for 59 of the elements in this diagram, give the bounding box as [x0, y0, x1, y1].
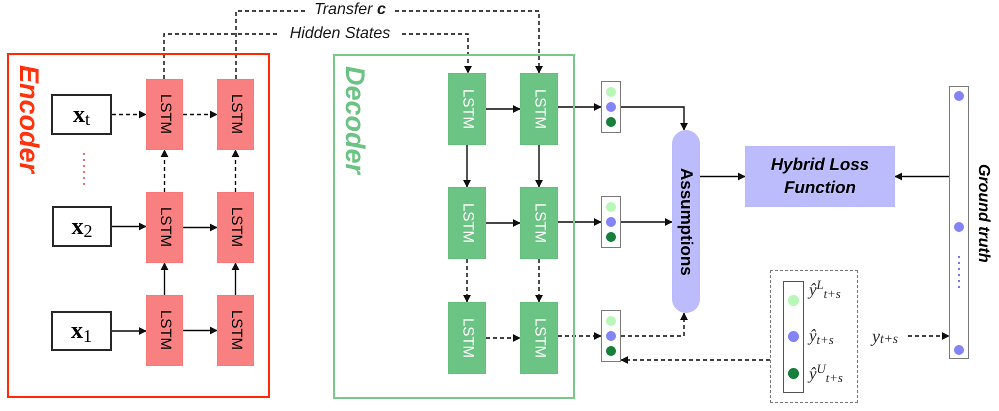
- arrow: [232, 262, 240, 295]
- arrow: [112, 110, 147, 118]
- arrow: [112, 327, 147, 335]
- arrow: [620, 356, 770, 364]
- arrow: [894, 172, 949, 180]
- arrow: [160, 262, 168, 295]
- arrow: [621, 218, 673, 226]
- arrow: [558, 218, 602, 226]
- panel-title: Decoder: [341, 66, 368, 174]
- output-vector: [601, 81, 621, 133]
- math-label: y$_{t+s}$: [862, 325, 908, 347]
- arrow: [183, 224, 218, 232]
- arrow: [558, 332, 602, 340]
- output-vector: [601, 196, 621, 248]
- decoder-panel: [333, 54, 575, 399]
- panel-title: Encoder: [15, 65, 42, 174]
- output-vector: [601, 310, 621, 362]
- arrow: [160, 149, 168, 192]
- arrow: [621, 106, 688, 131]
- lstm-cell: LSTM: [217, 79, 254, 150]
- arrow: [621, 312, 688, 337]
- encoder-panel: [7, 53, 270, 398]
- math-label: ŷ$_{t+s}$: [809, 327, 834, 344]
- arrow: [700, 172, 746, 180]
- lstm-cell: LSTM: [448, 187, 486, 259]
- arrow: [463, 259, 471, 303]
- arrow: [486, 219, 521, 227]
- annotation-text: Hidden States: [278, 24, 402, 44]
- lstm-cell: LSTM: [448, 302, 486, 374]
- assumptions-pill: Assumptions: [672, 130, 700, 313]
- arrow: [402, 33, 472, 74]
- lstm-cell: LSTM: [146, 295, 183, 366]
- arrow: [183, 326, 218, 334]
- arrow: [486, 105, 521, 113]
- arrow: [535, 145, 543, 188]
- arrow: [535, 259, 543, 303]
- prediction-panel: [770, 270, 858, 403]
- input-box: x$_{t}$: [51, 94, 112, 135]
- arrow: [908, 332, 950, 340]
- arrow: [486, 334, 521, 342]
- lstm-cell: LSTM: [217, 192, 254, 263]
- lstm-cell: LSTM: [146, 79, 183, 150]
- arrow: [183, 110, 218, 118]
- lstm-cell: LSTM: [520, 187, 558, 259]
- lstm-cell: LSTM: [217, 295, 254, 366]
- lstm-cell: LSTM: [448, 73, 486, 145]
- lstm-cell: LSTM: [520, 302, 558, 374]
- lstm-cell: LSTM: [520, 73, 558, 145]
- input-box: x$_{1}$: [51, 311, 112, 351]
- arrow: [232, 149, 240, 192]
- arrow: [112, 222, 147, 230]
- annotation-text: Transfer c: [305, 0, 395, 22]
- lstm-cell: LSTM: [146, 192, 183, 263]
- loss-function-box: Hybrid Loss Function: [745, 146, 895, 207]
- vertical-label: Ground truth: [975, 164, 991, 263]
- arrow: [558, 103, 602, 111]
- arrow: [395, 10, 543, 74]
- arrow: [463, 145, 471, 188]
- input-box: x$_{2}$: [52, 206, 112, 247]
